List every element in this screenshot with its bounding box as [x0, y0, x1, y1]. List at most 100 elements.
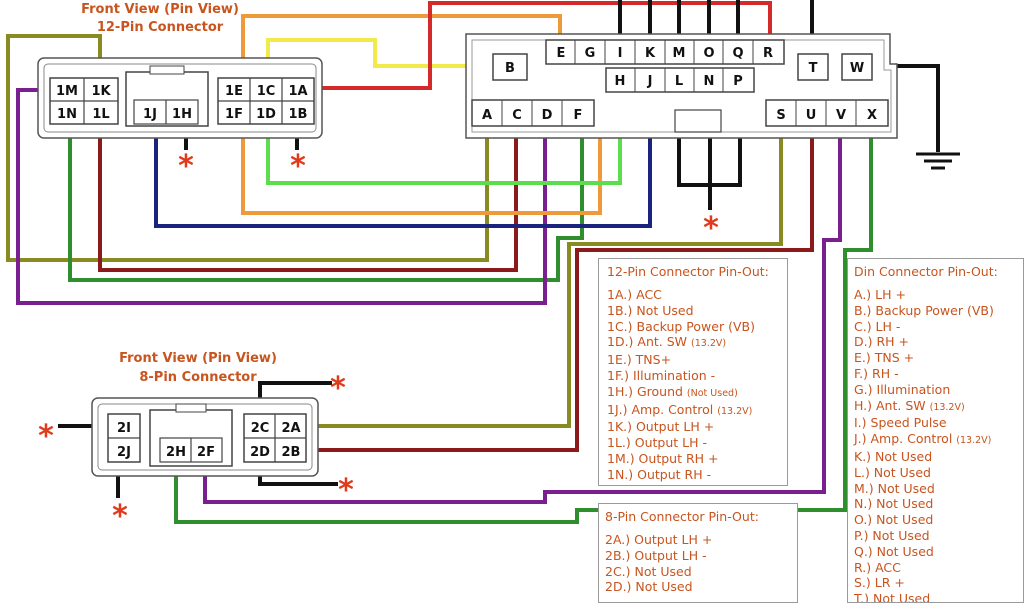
pinout-item: D.) RH + [854, 334, 1017, 350]
pinout-item-text: 1H.) Ground [607, 383, 683, 399]
pinout-item-text: B.) Backup Power (VB) [854, 302, 994, 318]
pinout-item-text: 1A.) ACC [607, 287, 662, 302]
pinout-item-text: I.) Speed Pulse [854, 415, 947, 431]
wire-navy-1j-to-j [154, 90, 652, 228]
pin-1j: 1J [143, 107, 157, 122]
pinout-item-text: N.) Not Used [854, 496, 934, 512]
pinout-item: F.) RH - [854, 366, 1017, 382]
pinout-item: I.) Speed Pulse [854, 415, 1017, 431]
pinout-item-note: (13.2V) [691, 338, 727, 350]
pin-2h: 2H [166, 445, 186, 460]
pinout-item-text: 1L.) Output LH - [607, 435, 707, 451]
din-pin-i: I [618, 46, 623, 61]
din-pin-r: R [763, 46, 773, 61]
pinout-item: 1M.) Output RH + [607, 451, 779, 467]
wire-orange-1e-top-to-e [241, 14, 562, 82]
pinout-item: 1A.) ACC [607, 287, 779, 303]
din-pin-a: A [482, 108, 492, 123]
pinout-item-text: H.) Ant. SW [854, 397, 926, 413]
pinout-item: H.) Ant. SW (13.2V) [854, 398, 1017, 416]
pinout-item: 1N.) Output RH - [607, 467, 779, 483]
pinout-item-text: 1N.) Output RH - [607, 466, 712, 482]
wire-green-1n-to-f [68, 120, 584, 282]
din-pin-c: C [512, 108, 522, 123]
title-8pin-line2: 8-Pin Connector [139, 370, 257, 385]
din-pin-b: B [505, 61, 515, 76]
pinout-item-note: (Not Used) [686, 387, 738, 399]
pinout-item-text: 2B.) Output LH - [605, 547, 707, 563]
title-12pin-line2: 12-Pin Connector [97, 20, 224, 35]
wire-purple-1m-to-d [16, 88, 547, 305]
panel-8pin-pinout: 8-Pin Connector Pin-Out: 2A.) Output LH … [598, 503, 798, 603]
pinout-item: A.) LH + [854, 287, 1017, 303]
din-pin-t: T [809, 61, 818, 76]
pinout-item-note: (13.2V) [929, 401, 965, 413]
pin-2a: 2A [281, 421, 300, 436]
wire-darkred-1l-to-c [98, 120, 518, 272]
din-pin-l: L [675, 74, 683, 89]
din-pin-v: V [836, 108, 846, 123]
pin-1k: 1K [91, 84, 111, 99]
pinout-item: 1L.) Output LH - [607, 435, 779, 451]
pinout-item-text: 1D.) Ant. SW [607, 334, 688, 350]
wire-olive-s-to-2a [312, 128, 783, 428]
panel-din-list: A.) LH +B.) Backup Power (VB)C.) LH -D.)… [854, 287, 1017, 602]
pinout-item: 1J.) Amp. Control (13.2V) [607, 402, 779, 420]
pinout-item: 1F.) Illumination - [607, 368, 779, 384]
panel-din-title: Din Connector Pin-Out: [854, 264, 998, 279]
pinout-item: L.) Not Used [854, 465, 1017, 481]
pinout-item-text: M.) Not Used [854, 480, 935, 496]
panel-8pin-title: 8-Pin Connector Pin-Out: [605, 509, 759, 524]
pinout-item: S.) LR + [854, 575, 1017, 591]
din-pin-k: K [645, 46, 656, 61]
pin-1d: 1D [256, 107, 276, 122]
pinout-item: B.) Backup Power (VB) [854, 303, 1017, 319]
pinout-item: E.) TNS + [854, 350, 1017, 366]
din-pin-w: W [850, 61, 864, 76]
pinout-item: 1C.) Backup Power (VB) [607, 319, 779, 335]
pin-1n: 1N [57, 107, 77, 122]
wire-darkred-u-to-2b [312, 128, 814, 452]
din-pin-n: N [704, 74, 715, 89]
star-1b: * [290, 149, 306, 184]
pinout-item-text: D.) RH + [854, 334, 909, 350]
pinout-item: 1D.) Ant. SW (13.2V) [607, 334, 779, 352]
pinout-item-text: P.) Not Used [854, 527, 930, 543]
pinout-item: 1E.) TNS+ [607, 352, 779, 368]
pinout-item-text: Q.) Not Used [854, 543, 934, 559]
panel-12pin-title: 12-Pin Connector Pin-Out: [607, 264, 769, 279]
din-pin-p: P [733, 74, 743, 89]
pin-1m: 1M [56, 84, 78, 99]
title-8pin-line1: Front View (Pin View) [119, 351, 277, 366]
pinout-item-text: 1J.) Amp. Control [607, 401, 714, 417]
pinout-item-text: 2C.) Not Used [605, 563, 692, 579]
pin-1e: 1E [225, 84, 243, 99]
wire-olive-1k-to-a [6, 34, 489, 262]
pin-2f: 2F [197, 445, 215, 460]
pin-2j: 2J [117, 445, 131, 460]
pin-2c: 2C [251, 421, 270, 436]
din-pin-q: Q [732, 46, 743, 61]
panel-din-pinout: Din Connector Pin-Out: A.) LH +B.) Backu… [847, 258, 1024, 603]
pinout-item: K.) Not Used [854, 449, 1017, 465]
din-pin-j: J [647, 74, 653, 89]
pin-1l: 1L [92, 107, 109, 122]
pinout-item-text: S.) LR + [854, 575, 905, 591]
pinout-item: G.) Illumination [854, 382, 1017, 398]
pinout-item: 2C.) Not Used [605, 564, 791, 580]
wire-yellow-1c-to-b [266, 38, 493, 82]
din-pin-h: H [615, 74, 626, 89]
pinout-item: 1K.) Output LH + [607, 419, 779, 435]
pinout-item: M.) Not Used [854, 481, 1017, 497]
pinout-item-text: 1K.) Output LH + [607, 419, 715, 435]
star-lnp: * [703, 211, 719, 246]
star-2c: * [330, 371, 346, 406]
pin-1b: 1B [289, 107, 308, 122]
pinout-item: 2D.) Not Used [605, 579, 791, 595]
pinout-item-text: 1E.) TNS+ [607, 352, 672, 368]
pinout-item-text: K.) Not Used [854, 448, 933, 464]
pinout-item: C.) LH - [854, 319, 1017, 335]
pinout-item-text: C.) LH - [854, 318, 901, 334]
